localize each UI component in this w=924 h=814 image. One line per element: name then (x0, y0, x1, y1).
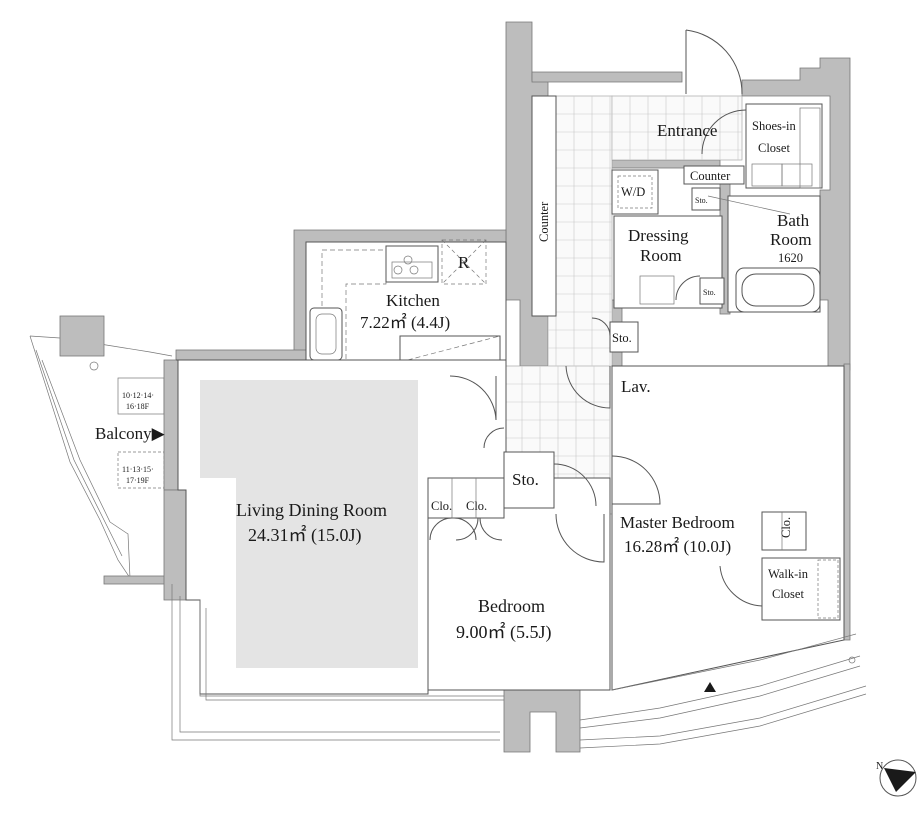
ldr-label: Living Dining Room (236, 500, 387, 520)
shoes-in-closet-label-1: Shoes-in (752, 119, 797, 133)
bedroom-area-label: 9.00㎡ (5.5J) (456, 621, 552, 643)
fridge-label: R (458, 253, 470, 272)
dressing-label-2: Room (640, 246, 682, 265)
balcony-column (59, 315, 105, 357)
entry-door[interactable] (685, 29, 743, 95)
floor-note-box-2 (117, 451, 165, 489)
shoes-in-closet-box (745, 103, 823, 189)
bath-label-2: Room (770, 230, 812, 249)
master-door[interactable] (611, 455, 661, 505)
kitchen-area-label: 7.22㎡ (4.4J) (360, 313, 450, 332)
sto-top-label: Sto. (695, 196, 708, 205)
floor-note-2a: 11·13·15· (122, 465, 154, 474)
compass-label: N (876, 761, 883, 772)
ldr-door[interactable] (449, 375, 497, 421)
balcony-drain-top (89, 361, 99, 371)
entrance-label: Entrance (657, 121, 717, 140)
sto-hall-label: Sto. (612, 331, 632, 345)
compass: N (876, 759, 917, 797)
bedroom-closet (427, 477, 505, 519)
sto-hall-box (609, 321, 639, 353)
bath-room-box (727, 195, 821, 313)
fridge-box (441, 239, 487, 285)
clo-master-box (761, 511, 807, 551)
counter-vertical-shape (531, 95, 557, 317)
bath-label-3: 1620 (778, 251, 803, 265)
entrance-counter-box (683, 165, 745, 185)
lav-label: Lav. (621, 377, 651, 396)
dressing-label-1: Dressing (628, 226, 689, 245)
bath-label-1: Bath (777, 211, 810, 230)
shoes-in-closet-label-2: Closet (758, 141, 790, 155)
sto-bedroom-box (503, 451, 555, 509)
sto-top-box (691, 187, 721, 211)
wd-label: W/D (621, 185, 645, 199)
clo-2-label: Clo. (466, 499, 487, 513)
sto-bath-label: Sto. (703, 288, 716, 297)
closet-door[interactable] (701, 109, 747, 155)
bedroom-door[interactable] (555, 513, 605, 563)
master-label: Master Bedroom (620, 513, 735, 532)
lav-door[interactable] (565, 365, 611, 409)
entrance-counter-label: Counter (690, 169, 731, 183)
kitchen-label: Kitchen (386, 291, 440, 310)
walk-in-label-1: Walk-in (768, 567, 809, 581)
entry-arrow-icon (704, 682, 716, 692)
master-area-label: 16.28㎡ (10.0J) (624, 537, 731, 556)
sto-bedroom-label: Sto. (512, 470, 539, 489)
floor-note-1a: 10·12·14· (122, 391, 154, 400)
balcony-label: Balcony▶ (95, 424, 166, 443)
walk-in-closet-box (761, 557, 841, 621)
sink (309, 307, 343, 361)
balcony-rails (29, 335, 173, 579)
bedroom-label: Bedroom (478, 596, 545, 616)
floor-note-1b: 16·18F (126, 402, 150, 411)
north-arrow-icon (884, 768, 916, 792)
walk-in-label-2: Closet (772, 587, 804, 601)
clo-1-label: Clo. (431, 499, 452, 513)
counter-vertical-label: Counter (537, 201, 551, 242)
wd-box (611, 169, 659, 215)
ldr-area-label: 24.31㎡ (15.0J) (248, 524, 362, 546)
stove (385, 245, 439, 283)
clo-master-label: Clo. (779, 517, 793, 538)
living-highlight (200, 380, 418, 668)
floor-note-2b: 17·19F (126, 476, 150, 485)
exterior-rails (171, 584, 867, 749)
